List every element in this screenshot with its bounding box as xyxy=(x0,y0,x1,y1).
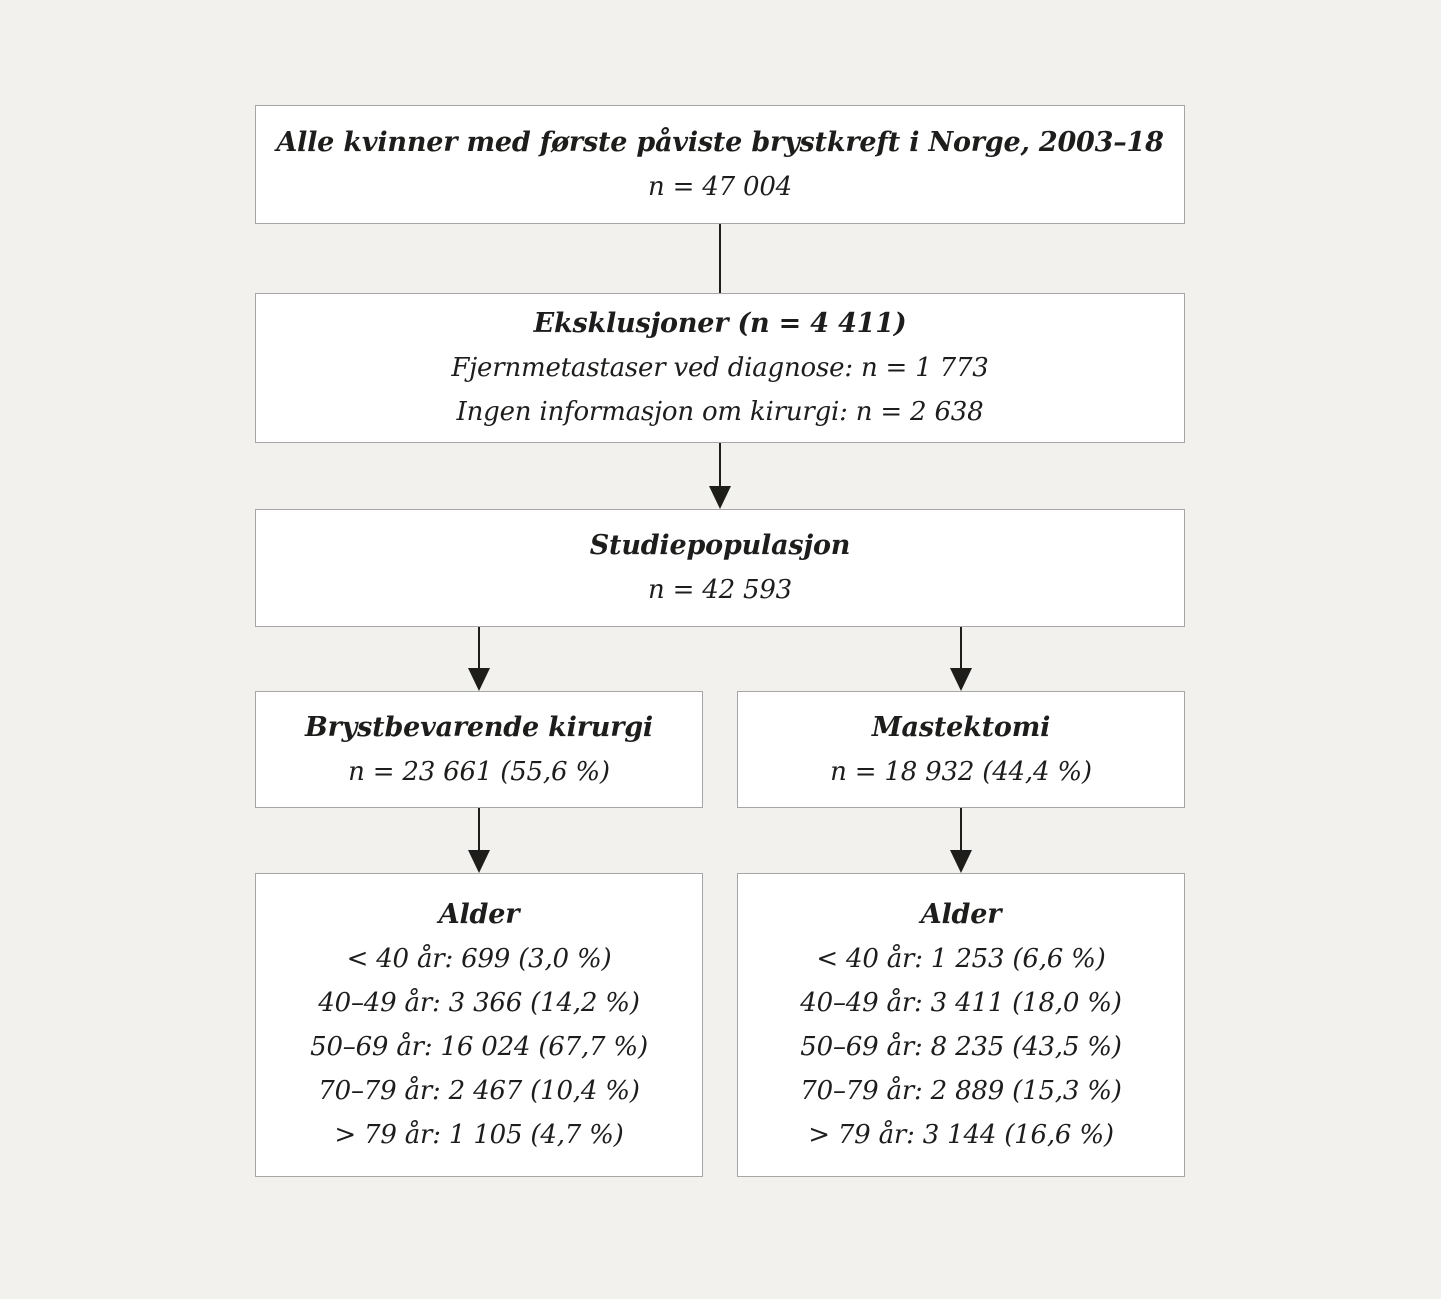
mastectomy-branch-title: Mastektomi xyxy=(871,711,1051,743)
bcs-age-box: Alder < 40 år: 699 (3,0 %) 40–49 år: 3 3… xyxy=(255,873,703,1177)
connector-mastectomy-to-age xyxy=(949,808,973,873)
down-arrowhead-icon xyxy=(950,668,972,691)
mastectomy-branch-count: n = 18 932 (44,4 %) xyxy=(830,756,1092,787)
connector-exclusions-to-population xyxy=(708,443,732,509)
bcs-branch-title: Brystbevarende kirurgi xyxy=(305,711,653,743)
connector-line xyxy=(719,224,721,293)
source-population-title: Alle kvinner med første påviste brystkre… xyxy=(276,126,1164,158)
source-population-count: n = 47 004 xyxy=(647,171,793,202)
connector-bcs-to-age xyxy=(467,808,491,873)
mastectomy-age-box: Alder < 40 år: 1 253 (6,6 %) 40–49 år: 3… xyxy=(737,873,1185,1177)
down-arrowhead-icon xyxy=(950,850,972,873)
source-population-box: Alle kvinner med første påviste brystkre… xyxy=(255,105,1185,224)
age-group-line: 40–49 år: 3 366 (14,2 %) xyxy=(318,988,640,1018)
connector-line xyxy=(719,443,721,486)
age-group-line: > 79 år: 1 105 (4,7 %) xyxy=(334,1120,624,1150)
connector-line xyxy=(960,808,962,850)
down-arrowhead-icon xyxy=(468,850,490,873)
bcs-branch-box: Brystbevarende kirurgi n = 23 661 (55,6 … xyxy=(255,691,703,808)
connector-line xyxy=(478,808,480,850)
study-population-box: Studiepopulasjon n = 42 593 xyxy=(255,509,1185,627)
down-arrowhead-icon xyxy=(709,486,731,509)
age-group-line: 50–69 år: 8 235 (43,5 %) xyxy=(800,1032,1122,1062)
age-group-line: 70–79 år: 2 889 (15,3 %) xyxy=(800,1076,1122,1106)
exclusion-reason-line: Ingen informasjon om kirurgi: n = 2 638 xyxy=(456,397,984,427)
connector-source-to-exclusions xyxy=(708,224,732,293)
bcs-age-title: Alder xyxy=(438,899,520,930)
age-group-line: < 40 år: 699 (3,0 %) xyxy=(346,944,612,974)
age-group-line: > 79 år: 3 144 (16,6 %) xyxy=(808,1120,1114,1150)
study-population-count: n = 42 593 xyxy=(647,575,793,605)
age-group-line: 70–79 år: 2 467 (10,4 %) xyxy=(318,1076,640,1106)
mastectomy-age-title: Alder xyxy=(920,899,1002,930)
connector-line xyxy=(960,627,962,668)
age-group-line: 50–69 år: 16 024 (67,7 %) xyxy=(310,1032,648,1062)
mastectomy-branch-box: Mastektomi n = 18 932 (44,4 %) xyxy=(737,691,1185,808)
exclusions-box: Eksklusjoner (n = 4 411) Fjernmetastaser… xyxy=(255,293,1185,443)
age-group-line: < 40 år: 1 253 (6,6 %) xyxy=(816,944,1106,974)
study-population-title: Studiepopulasjon xyxy=(589,530,851,561)
connector-population-to-bcs xyxy=(467,627,491,691)
bcs-branch-count: n = 23 661 (55,6 %) xyxy=(348,756,610,787)
exclusions-title: Eksklusjoner (n = 4 411) xyxy=(533,308,907,339)
connector-population-to-mastectomy xyxy=(949,627,973,691)
connector-line xyxy=(478,627,480,668)
down-arrowhead-icon xyxy=(468,668,490,691)
exclusion-reason-line: Fjernmetastaser ved diagnose: n = 1 773 xyxy=(451,353,989,383)
age-group-line: 40–49 år: 3 411 (18,0 %) xyxy=(800,988,1122,1018)
